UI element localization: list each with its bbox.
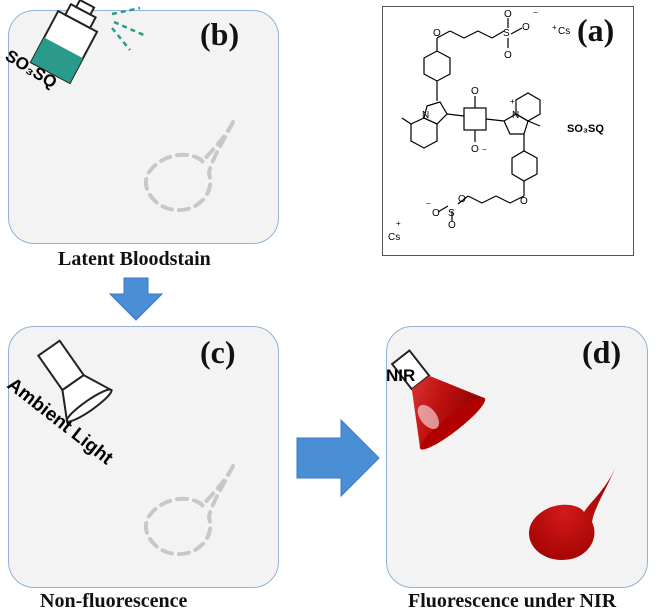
latent-bloodstain-dashed-2 [143, 465, 235, 557]
svg-text:O: O [471, 86, 479, 97]
svg-text:O: O [433, 28, 441, 39]
svg-text:Cs: Cs [388, 232, 400, 243]
svg-text:O: O [448, 220, 456, 231]
svg-text:O: O [504, 50, 512, 61]
svg-text:+: + [552, 23, 557, 32]
panel-d [386, 326, 648, 588]
svg-text:+: + [510, 97, 515, 106]
svg-text:+: + [396, 219, 401, 228]
svg-text:N: N [422, 110, 429, 121]
arrow-right [296, 418, 380, 498]
lamp-icon [36, 339, 114, 423]
caption-b: Latent Bloodstain [58, 248, 211, 270]
panel-a-label: (a) [577, 12, 615, 48]
chemical-structure: S O O O O − + Cs O O − N N + SO₃SQ O S O… [388, 8, 604, 243]
fluorescent-bloodstain [528, 466, 616, 560]
svg-text:N: N [512, 110, 519, 121]
nir-lamp-icon [390, 349, 486, 450]
panel-b [8, 10, 279, 244]
svg-text:O: O [520, 196, 528, 207]
panel-d-label: (d) [582, 334, 622, 370]
svg-text:O: O [458, 194, 466, 205]
panel-b-label: (b) [200, 16, 240, 52]
caption-c: Non-fluorescence [40, 590, 188, 612]
svg-text:S: S [503, 28, 510, 39]
svg-text:−: − [482, 145, 487, 154]
svg-text:Cs: Cs [558, 26, 570, 37]
panel-c [8, 326, 279, 588]
svg-text:−: − [426, 199, 431, 208]
svg-text:O: O [522, 22, 530, 33]
panel-c-label: (c) [200, 334, 236, 370]
svg-text:O: O [432, 208, 440, 219]
spray-bottle-icon [29, 0, 147, 85]
nir-label: NIR [386, 366, 416, 385]
svg-text:SO₃SQ: SO₃SQ [567, 123, 604, 135]
svg-text:−: − [533, 8, 538, 17]
svg-text:O: O [471, 144, 479, 155]
svg-text:O: O [504, 9, 512, 20]
latent-bloodstain-dashed [143, 121, 235, 213]
arrow-down [108, 277, 164, 321]
svg-text:S: S [448, 208, 455, 219]
caption-d: Fluorescence under NIR [408, 590, 617, 612]
